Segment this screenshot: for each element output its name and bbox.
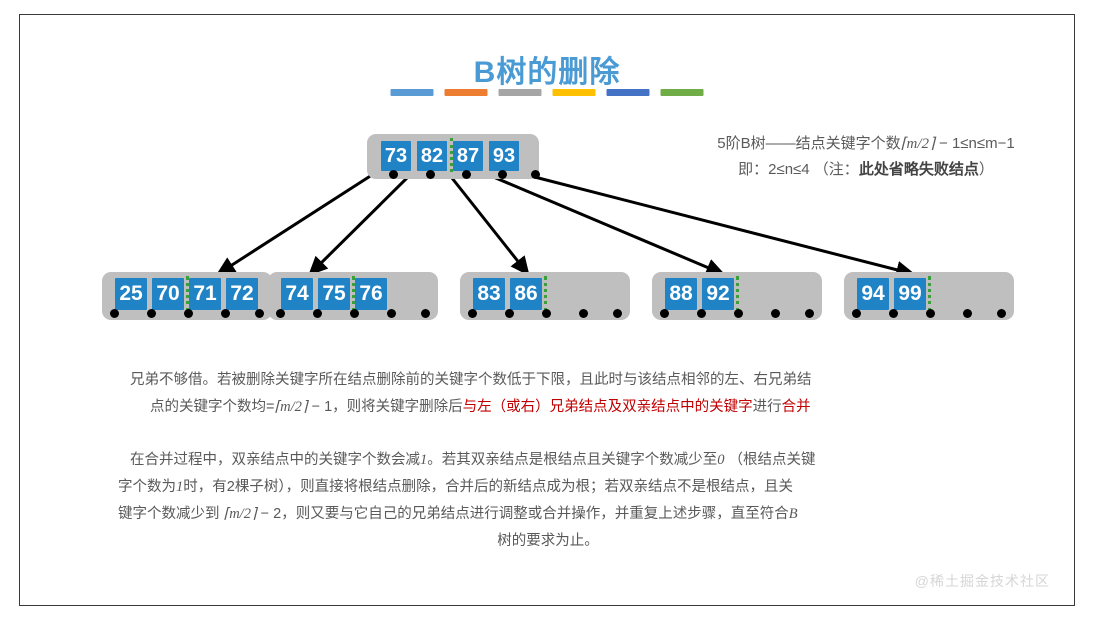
leaf4-pointer-3 [771, 309, 780, 318]
leaf5-half-divider [928, 276, 931, 312]
leaf3-key-1: 86 [510, 278, 542, 310]
btree-leaf-node-5: 94 99 [844, 272, 1014, 320]
p1-line-1: 兄弟不够借。若被删除关键字所在结点删除前的关键字个数低于下限，且此时与该结点相邻… [130, 372, 812, 388]
p1-m-expr: ⌈m/2⌉ [274, 399, 308, 415]
p1-highlight-2: 合并 [781, 399, 811, 415]
p2-line-4: 树的要求为止。 [497, 533, 599, 549]
leaf3-half-divider [544, 276, 547, 312]
accent-bar-yellow [552, 89, 596, 96]
leaf3-pointer-2 [542, 309, 551, 318]
root-key-1: 82 [417, 141, 447, 171]
order-note-line2: 即：2≤n≤4 （注：此处省略失败结点） [738, 161, 994, 178]
root-pointer-0 [389, 170, 398, 179]
p2-line-1: 在合并过程中，双亲结点中的关键字个数会减1。若其双亲结点是根结点且关键字个数减少… [130, 452, 816, 468]
root-pointer-1 [426, 170, 435, 179]
order-note: 5阶B树——结点关键字个数⌈m/2⌉ − 1≤n≤m−1 即：2≤n≤4 （注：… [656, 131, 1074, 183]
leaf5-pointer-3 [963, 309, 972, 318]
p1-line-2: 点的关键字个数均=⌈m/2⌉ − 1，则将关键字删除后与左（或右）兄弟结点及双亲… [150, 399, 811, 415]
leaf4-key-0: 88 [665, 278, 697, 310]
leaf1-key-2: 71 [189, 278, 221, 310]
btree-leaf-node-4: 88 92 [652, 272, 822, 320]
p2-m-expr: ⌈m/2⌉ [223, 506, 257, 522]
leaf4-key-1: 92 [702, 278, 734, 310]
leaf1-pointer-0 [110, 309, 119, 318]
accent-bar-blue [390, 89, 434, 96]
p2-line-3: 键字个数减少到 ⌈m/2⌉ − 2，则又要与它自己的兄弟结点进行调整或合并操作，… [118, 506, 798, 522]
root-key-2: 87 [453, 141, 483, 171]
leaf2-key-1: 75 [318, 278, 350, 310]
leaf3-pointer-4 [613, 309, 622, 318]
leaf4-pointer-0 [660, 309, 669, 318]
accent-bar-group [390, 89, 704, 96]
root-pointer-4 [531, 170, 540, 179]
leaf1-pointer-2 [184, 309, 193, 318]
leaf5-pointer-2 [926, 309, 935, 318]
accent-bar-gray [498, 89, 542, 96]
watermark: @稀土掘金技术社区 [914, 573, 1050, 589]
leaf5-key-0: 94 [857, 278, 889, 310]
root-pointer-2 [462, 170, 471, 179]
p2-line-2: 字个数为1时，有2棵子树），则直接将根结点删除，合并后的新结点成为根；若双亲结点… [118, 479, 794, 495]
leaf1-key-1: 70 [152, 278, 184, 310]
accent-bar-green [660, 89, 704, 96]
explanation-paragraph-1: 兄弟不够借。若被删除关键字所在结点删除前的关键字个数低于下限，且此时与该结点相邻… [108, 367, 988, 421]
btree-root-node: 73 82 87 93 [367, 134, 540, 179]
order-note-m-expr: ⌈m/2⌉ [900, 136, 935, 152]
leaf1-key-3: 72 [226, 278, 258, 310]
root-key-0: 73 [381, 141, 411, 171]
leaf3-pointer-3 [579, 309, 588, 318]
leaf2-key-0: 74 [281, 278, 313, 310]
p1-highlight-1: 与左（或右）兄弟结点及双亲结点中的关键字 [462, 399, 753, 415]
leaf1-half-divider [186, 276, 189, 312]
leaf3-key-0: 83 [473, 278, 505, 310]
btree-leaf-node-3: 83 86 [460, 272, 630, 320]
leaf5-key-1: 99 [894, 278, 926, 310]
leaf1-pointer-1 [147, 309, 156, 318]
explanation-paragraph-2: 在合并过程中，双亲结点中的关键字个数会减1。若其双亲结点是根结点且关键字个数减少… [108, 447, 988, 555]
leaf2-pointer-1 [313, 309, 322, 318]
p2-num-1: 1 [420, 452, 428, 468]
leaf2-pointer-4 [421, 309, 430, 318]
leaf3-pointer-0 [468, 309, 477, 318]
slide-canvas: B树的删除 5阶B树——结点关键字个数⌈m/2⌉ − 1≤n≤m−1 即：2≤n… [19, 14, 1075, 606]
p2-b-letter: B [788, 506, 798, 522]
leaf2-pointer-2 [350, 309, 359, 318]
leaf3-pointer-1 [505, 309, 514, 318]
accent-bar-navy [606, 89, 650, 96]
leaf2-pointer-0 [276, 309, 285, 318]
leaf2-half-divider [352, 276, 355, 312]
leaf5-pointer-1 [889, 309, 898, 318]
root-half-divider [450, 138, 453, 172]
leaf1-key-0: 25 [115, 278, 147, 310]
order-note-line1: 5阶B树——结点关键字个数⌈m/2⌉ − 1≤n≤m−1 [717, 135, 1015, 152]
leaf1-pointer-4 [255, 309, 264, 318]
leaf4-pointer-2 [734, 309, 743, 318]
page-title: B树的删除 [473, 56, 621, 89]
accent-bar-orange [444, 89, 488, 96]
leaf4-half-divider [736, 276, 739, 312]
btree-leaf-node-1: 25 70 71 72 [102, 272, 272, 320]
leaf2-key-2: 76 [355, 278, 387, 310]
leaf4-pointer-1 [697, 309, 706, 318]
leaf4-pointer-4 [805, 309, 814, 318]
root-key-3: 93 [489, 141, 519, 171]
btree-leaf-node-2: 74 75 76 [268, 272, 438, 320]
root-pointer-3 [498, 170, 507, 179]
leaf5-pointer-0 [852, 309, 861, 318]
leaf2-pointer-3 [387, 309, 396, 318]
order-note-emphasis: 此处省略失败结点 [858, 161, 979, 178]
leaf5-pointer-4 [997, 309, 1006, 318]
leaf1-pointer-3 [221, 309, 230, 318]
p2-num-2: 0 [717, 452, 725, 468]
p2-num-3: 1 [176, 479, 184, 495]
